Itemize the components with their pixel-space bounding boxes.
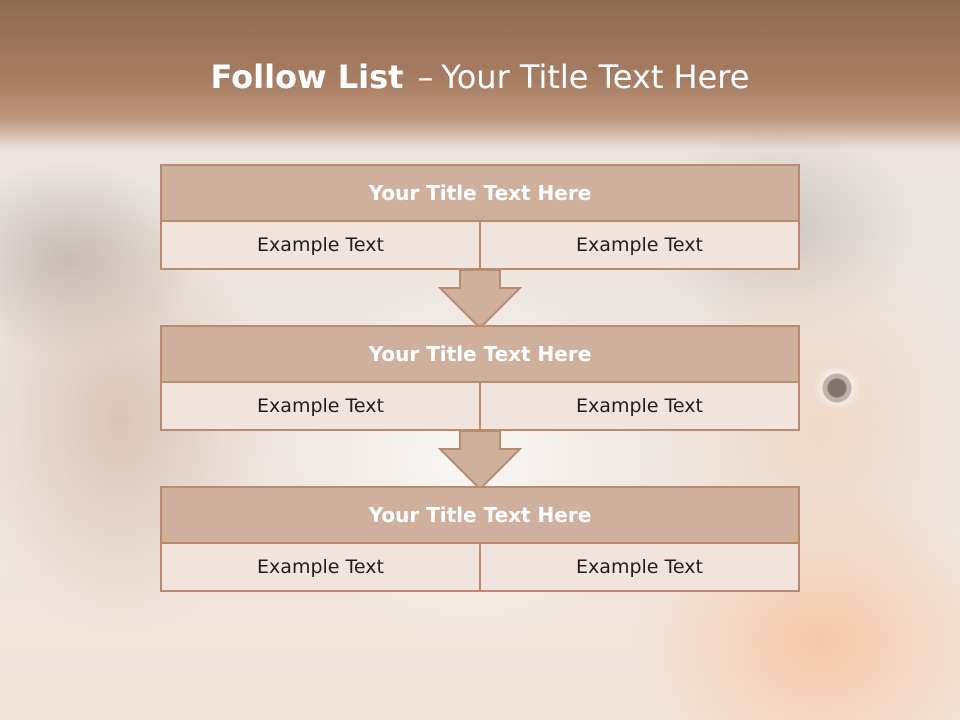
title-light: Your Title Text Here: [441, 58, 750, 96]
step-cell-right: Example Text: [479, 222, 798, 268]
step-row: Example Text Example Text: [162, 222, 798, 268]
step-title: Your Title Text Here: [162, 327, 798, 383]
title-strong: Follow List: [210, 58, 404, 96]
step-cell-right: Example Text: [479, 544, 798, 590]
step-cell-left: Example Text: [162, 222, 479, 268]
down-arrow-icon: [438, 431, 522, 491]
title-dash: –: [417, 58, 434, 96]
down-arrow-icon: [438, 270, 522, 330]
child-eye-decoration: [812, 368, 862, 408]
step-cell-right: Example Text: [479, 383, 798, 429]
step-title: Your Title Text Here: [162, 166, 798, 222]
step-box-2: Your Title Text Here Example Text Exampl…: [160, 325, 800, 431]
step-cell-left: Example Text: [162, 383, 479, 429]
slide-title: Follow List–Your Title Text Here: [0, 52, 960, 102]
step-box-3: Your Title Text Here Example Text Exampl…: [160, 486, 800, 592]
step-row: Example Text Example Text: [162, 544, 798, 590]
step-row: Example Text Example Text: [162, 383, 798, 429]
step-cell-left: Example Text: [162, 544, 479, 590]
step-title: Your Title Text Here: [162, 488, 798, 544]
header-band: [0, 0, 960, 150]
step-box-1: Your Title Text Here Example Text Exampl…: [160, 164, 800, 270]
